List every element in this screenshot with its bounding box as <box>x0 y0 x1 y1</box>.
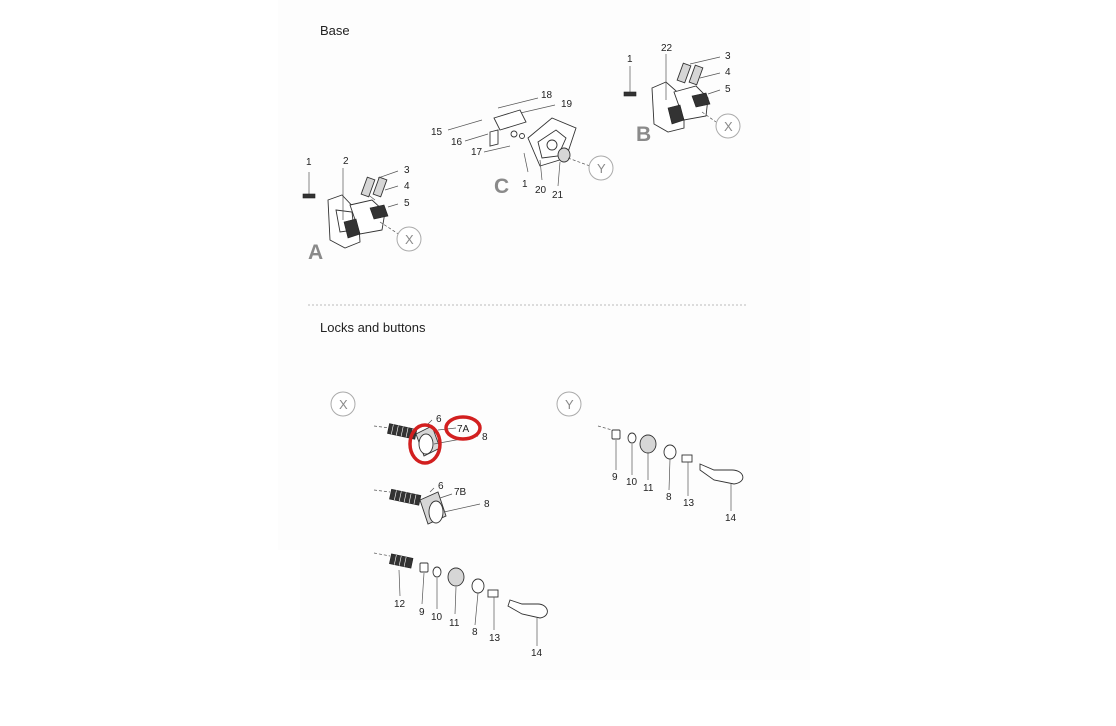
detail-ref-b-x: X <box>724 119 733 134</box>
detail-x-marker <box>330 391 356 417</box>
callout-c-15: 15 <box>431 127 443 138</box>
lock-variant-exploded <box>373 552 548 646</box>
detail-ref-a-x: X <box>405 232 414 247</box>
callout-c-18: 18 <box>541 90 553 101</box>
detail-y-label: Y <box>565 397 574 412</box>
callout-c-17: 17 <box>471 147 483 158</box>
callout-b-1: 1 <box>627 54 633 65</box>
callout-x1-7a: 7A <box>457 424 470 435</box>
highlight-circle-7a <box>444 415 482 441</box>
callout-c-21: 21 <box>552 190 564 201</box>
view-letter-c: C <box>494 175 509 198</box>
callout-y-14: 14 <box>725 513 737 524</box>
callout-a-4: 4 <box>404 181 410 192</box>
callout-b-5: 5 <box>725 84 731 95</box>
view-letter-a: A <box>308 241 323 264</box>
callout-y-8: 8 <box>666 492 672 503</box>
page-background-top <box>278 0 810 550</box>
callout-x3-10: 10 <box>431 612 443 623</box>
detail-ref-c-y: Y <box>597 161 606 176</box>
detail-y-marker <box>556 391 582 417</box>
callout-y-10: 10 <box>626 477 638 488</box>
detail-x-label: X <box>339 397 348 412</box>
callout-x3-8: 8 <box>472 627 478 638</box>
callout-c-16: 16 <box>451 137 463 148</box>
view-b-assembly <box>623 54 741 139</box>
lock-variant-7b <box>373 487 481 525</box>
section-title-base: Base <box>320 23 350 38</box>
section-title-locks: Locks and buttons <box>320 320 426 335</box>
callout-x2-7b: 7B <box>454 487 467 498</box>
view-letter-b: B <box>636 123 651 146</box>
lock-y-exploded <box>597 425 744 511</box>
callout-x3-14: 14 <box>531 648 543 659</box>
callout-x3-11: 11 <box>449 618 460 629</box>
callout-x2-8: 8 <box>484 499 490 510</box>
callout-x1-6: 6 <box>436 414 442 425</box>
view-a-assembly <box>302 168 422 252</box>
callout-x3-9: 9 <box>419 607 425 618</box>
callout-x3-12: 12 <box>394 599 406 610</box>
callout-b-22: 22 <box>661 43 673 54</box>
callout-c-20: 20 <box>535 185 547 196</box>
lock-variant-7a <box>373 415 482 465</box>
callout-y-11: 11 <box>643 483 654 494</box>
callout-x3-13: 13 <box>489 633 501 644</box>
callout-y-13: 13 <box>683 498 695 509</box>
callout-c-1: 1 <box>522 179 528 190</box>
callout-a-1: 1 <box>306 157 312 168</box>
callout-b-4: 4 <box>725 67 731 78</box>
callout-a-3: 3 <box>404 165 410 176</box>
highlight-circle-part <box>408 423 442 465</box>
view-c-assembly <box>447 97 614 187</box>
callout-b-3: 3 <box>725 51 731 62</box>
callout-x2-6: 6 <box>438 481 444 492</box>
callout-a-2: 2 <box>343 156 349 167</box>
page-background-bottom <box>300 550 810 680</box>
callout-x1-8: 8 <box>482 432 488 443</box>
callout-c-19: 19 <box>561 99 573 110</box>
callout-a-5: 5 <box>404 198 410 209</box>
callout-y-9: 9 <box>612 472 618 483</box>
